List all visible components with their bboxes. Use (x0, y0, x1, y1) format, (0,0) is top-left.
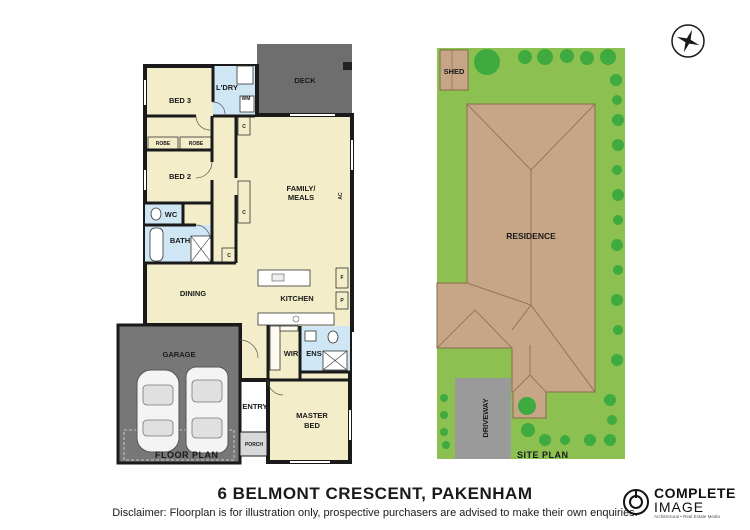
cupboard-label-2: C (242, 210, 246, 216)
compass-icon (671, 24, 705, 58)
master-label-1: MASTER (296, 411, 328, 420)
wc-label: WC (165, 210, 178, 219)
garage-label: GARAGE (163, 350, 196, 359)
porch-label: PORCH (245, 442, 263, 448)
kitchen-bench (257, 312, 335, 326)
family-label-1: FAMILY/ (287, 184, 317, 193)
floor-plan-labels: DECK L'DRY WM BED 3 ROBE ROBE BED 2 WC B… (156, 76, 345, 448)
dining-label: DINING (180, 289, 206, 298)
cupboard-label-1: C (242, 124, 246, 130)
robe1-label: ROBE (156, 141, 171, 147)
car-right (185, 366, 229, 454)
floor-plan-caption: FLOOR PLAN (155, 450, 219, 460)
brand-tagline: Architectural • Real Estate Media (654, 514, 720, 519)
brand-logo: COMPLETE IMAGE Architectural • Real Esta… (622, 483, 750, 523)
floor-plan-drawing: DECK L'DRY WM BED 3 ROBE ROBE BED 2 WC B… (116, 24, 705, 465)
disclaimer-text: Disclaimer: Floorplan is for illustratio… (112, 507, 638, 519)
bath-label: BATH (170, 236, 190, 245)
family-label-2: MEALS (288, 193, 314, 202)
shed-label: SHED (444, 67, 465, 76)
car-left (136, 369, 180, 453)
shed (439, 49, 469, 91)
fridge-label: F (340, 275, 343, 281)
brand-logo-icon (623, 489, 649, 515)
master-label-2: BED (304, 421, 320, 430)
site-plan-labels: SHED RESIDENCE DRIVEWAY (444, 67, 557, 438)
site-plan-caption: SITE PLAN (517, 450, 569, 460)
site-plan (436, 48, 625, 459)
driveway (455, 378, 511, 459)
wir-label: WIR (284, 349, 299, 358)
brand-name-line1: COMPLETE (654, 485, 736, 501)
floor-plan (116, 44, 354, 465)
trees (440, 49, 624, 449)
bed2-label: BED 2 (169, 172, 191, 181)
wm-label: WM (242, 96, 251, 102)
ensuite-label: ENS (306, 349, 321, 358)
kitchen-label: KITCHEN (280, 294, 313, 303)
deck-area (257, 44, 352, 115)
driveway-label: DRIVEWAY (481, 398, 490, 437)
cupboard-label-3: C (227, 253, 231, 259)
brand-name-line2: IMAGE (654, 499, 705, 515)
robe2-label: ROBE (189, 141, 204, 147)
pantry-label: P (340, 298, 344, 304)
bed3-label: BED 3 (169, 96, 191, 105)
entry-label: ENTRY (242, 402, 267, 411)
page-title: 6 BELMONT CRESCENT, PAKENHAM (217, 484, 533, 503)
residence-label: RESIDENCE (506, 231, 556, 241)
deck-label: DECK (294, 76, 316, 85)
laundry-label: L'DRY (216, 83, 238, 92)
ac-label: AC (338, 192, 344, 200)
